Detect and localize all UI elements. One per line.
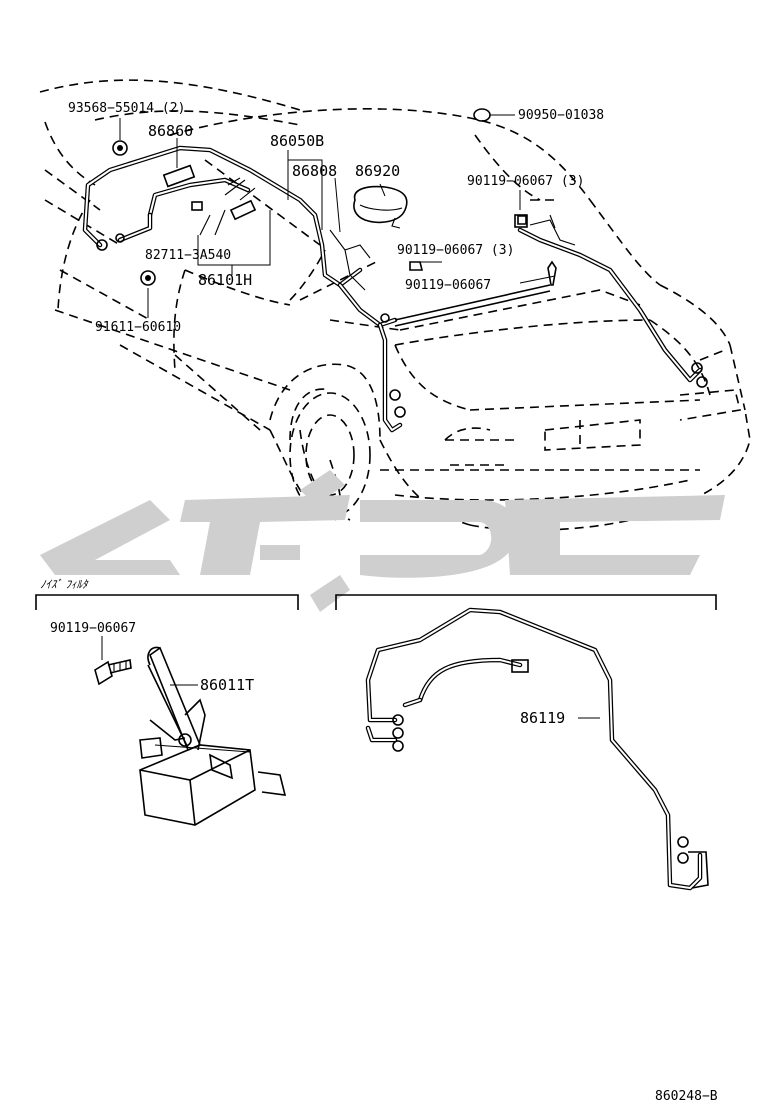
label-90119-b: 90119−06067 (3) [397, 243, 514, 258]
bolt-90119-car [409, 215, 527, 271]
label-93568: 93568−55014 (2) [68, 101, 185, 116]
label-86011T: 86011T [200, 676, 254, 694]
section-brackets [35, 594, 717, 610]
label-90950: 90950−01038 [518, 108, 604, 123]
bolt-90119-lower [94, 659, 132, 686]
grommet-90950 [473, 108, 491, 122]
label-86808: 86808 [292, 162, 337, 180]
label-82711: 82711−3A540 [145, 248, 231, 263]
harness-86119 [365, 607, 709, 891]
label-90119-c: 90119−06067 [405, 278, 491, 293]
label-90119-d: 90119−06067 [50, 621, 136, 636]
clip-parts [112, 140, 156, 286]
noise-filter-86011T [139, 646, 287, 826]
roof-antenna-harness [82, 145, 708, 433]
label-91611: 91611−60610 [95, 320, 181, 335]
label-90119-a: 90119−06067 (3) [467, 174, 584, 189]
label-86860: 86860 [148, 122, 193, 140]
leader-lines-lower [101, 636, 600, 719]
leader-lines-top [119, 114, 556, 318]
label-86119: 86119 [520, 709, 565, 727]
label-86050B: 86050B [270, 132, 324, 150]
car-body-outline [39, 79, 751, 532]
diagram-code: 860248−B [655, 1089, 718, 1104]
label-86920: 86920 [355, 162, 400, 180]
label-86101H: 86101H [198, 271, 252, 289]
label-noise-filter: ﾉｲｽﾞ ﾌｨﾙﾀ [40, 578, 89, 591]
watermark [40, 470, 725, 612]
module-86920-part [353, 185, 408, 229]
